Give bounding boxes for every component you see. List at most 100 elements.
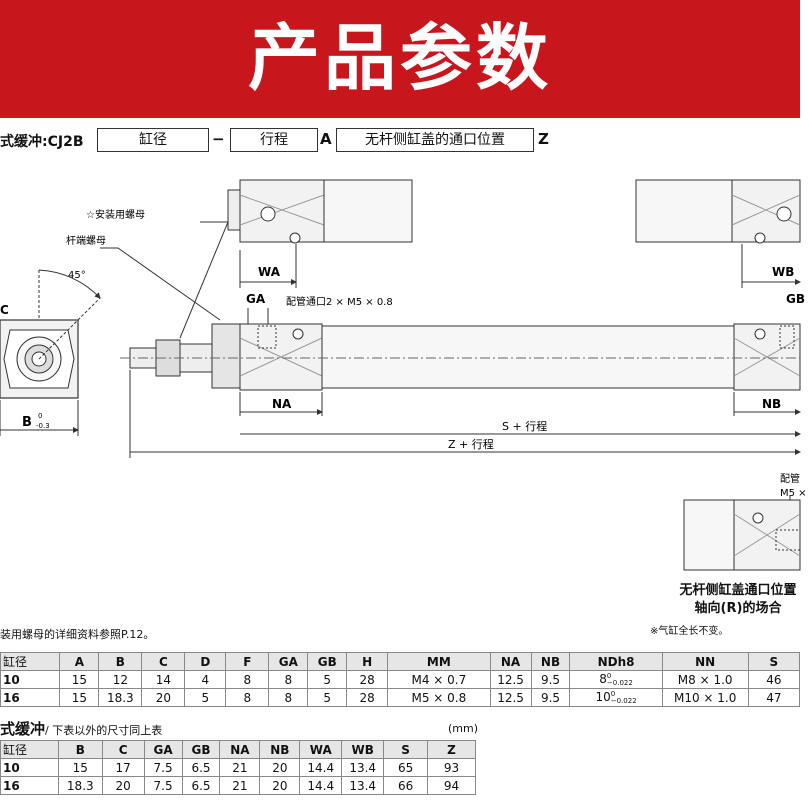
axial-case-title: 无杆侧缸盖通口位置 轴向(R)的场合 [668, 582, 808, 618]
table-cell: 20 [141, 688, 186, 707]
model-code-prefix: 式缓冲:CJ2B [0, 134, 84, 150]
cylinder-side-view [120, 323, 801, 391]
table-cell: M10 × 1.0 [661, 688, 749, 707]
table2-header-row: 缸径 B C GA GB NA NB WA WB S Z [0, 740, 476, 759]
page-title: 产品参数 [247, 16, 552, 100]
table-cell: 5 [307, 688, 348, 707]
table-cell: 20 [101, 776, 145, 795]
ndh8-value: 10 [595, 690, 611, 705]
s-stroke-label: S + 行程 [502, 420, 547, 433]
table-cell: 15 [59, 688, 100, 707]
table1-header: NDh8 [569, 652, 663, 671]
table-cell: 65 [383, 758, 429, 777]
table-cell: 15 [57, 758, 103, 777]
table-cell: 9.5 [530, 688, 571, 707]
code-separator-z: Z [538, 130, 549, 148]
axial-case-line2: 轴向(R)的场合 [694, 601, 782, 616]
table-cell: M4 × 0.7 [387, 670, 491, 689]
table-cell: 12 [98, 670, 143, 689]
table-cell: 12.5 [489, 688, 532, 707]
piping-port-label: 配管通口2 × M5 × 0.8 [286, 295, 393, 308]
table1-header: GB [307, 652, 348, 671]
table-cell: 14.4 [299, 776, 343, 795]
table-cell: 7.5 [143, 776, 183, 795]
footnote: 装用螺母的详细资料参照P.12。 [0, 628, 155, 641]
table-cell: 21 [219, 776, 261, 795]
piping-right-label: 配管 [780, 472, 800, 485]
table-cell: 10 [0, 758, 59, 777]
table-cell: 16 [0, 688, 61, 707]
table2-subtitle: / 下表以外的尺寸同上表 [45, 724, 163, 737]
axial-case-line1: 无杆侧缸盖通口位置 [679, 583, 797, 598]
angle-label: 45° [68, 270, 86, 281]
m5-right-label: M5 × [780, 488, 807, 499]
table-cell: 20 [259, 758, 301, 777]
table-cell: 12.5 [489, 670, 532, 689]
table-cell: 6.5 [181, 776, 221, 795]
table2-header: WB [341, 740, 385, 759]
table-cell: 14.4 [299, 758, 343, 777]
table2-header: S [383, 740, 429, 759]
table-cell: 18.3 [57, 776, 103, 795]
table-cell: 15 [59, 670, 100, 689]
ndh8-value: 8 [599, 672, 607, 687]
rod-nut-label: 杆端螺母 [66, 234, 106, 247]
table-cell: 46 [747, 670, 801, 689]
table1-header-row: 缸径 A B C D F GA GB H MM NA NB NDh8 NN S [0, 652, 801, 671]
table-cell: 10 [0, 670, 61, 689]
ndh8-tolerance-top: 0 [610, 689, 616, 698]
table-cell: 13.4 [341, 776, 385, 795]
table-cell: 8 [225, 670, 270, 689]
table1-header: F [225, 652, 270, 671]
table2-header: 缸径 [0, 740, 59, 759]
table-row: 16 15 18.3 20 5 8 8 5 28 M5 × 0.8 12.5 9… [0, 688, 801, 707]
code-separator-dash: − [212, 130, 225, 148]
b-dimension-label: B [22, 415, 32, 430]
table-cell: 94 [427, 776, 476, 795]
table1-header: NB [530, 652, 571, 671]
table-cell: 7.5 [143, 758, 183, 777]
spec-table-1: 缸径 A B C D F GA GB H MM NA NB NDh8 NN S … [0, 652, 801, 707]
table1-header: A [59, 652, 100, 671]
install-nut-leader [179, 221, 229, 339]
ndh8-tolerance-top: 0 [606, 671, 612, 680]
table1-header: D [184, 652, 227, 671]
table-cell: 8 [268, 670, 309, 689]
table2-header: B [57, 740, 103, 759]
table1-header: B [98, 652, 143, 671]
table-cell: 6.5 [181, 758, 221, 777]
table1-header: NN [661, 652, 749, 671]
table2-header: NA [219, 740, 261, 759]
top-detail-right [635, 179, 801, 288]
top-detail-left [227, 179, 413, 288]
table2-header: Z [427, 740, 476, 759]
gb-label: GB [786, 292, 805, 306]
install-nut-label: ☆安装用螺母 [86, 208, 145, 221]
table1-header: H [346, 652, 389, 671]
wb-label: WB [772, 265, 794, 279]
table-row: 10 15 12 14 4 8 8 5 28 M4 × 0.7 12.5 9.5… [0, 670, 801, 689]
bore-size-box: 缸径 [97, 128, 209, 152]
table-cell: 5 [307, 670, 348, 689]
table1-header: MM [387, 652, 491, 671]
stroke-box: 行程 [230, 128, 318, 152]
wa-label: WA [258, 265, 281, 279]
table-cell: 13.4 [341, 758, 385, 777]
table2-header: NB [259, 740, 301, 759]
table2-header: GB [181, 740, 221, 759]
table-cell: 8 [225, 688, 270, 707]
nb-label: NB [762, 397, 781, 411]
table-cell: 8 [268, 688, 309, 707]
ga-label: GA [246, 292, 266, 306]
b-tolerance-bottom: -0.3 [36, 422, 50, 430]
table-cell: 28 [346, 688, 389, 707]
table1-header: 缸径 [0, 652, 61, 671]
ndh8-tolerance-bottom: −0.022 [610, 696, 637, 705]
table2-title: 式缓冲/ 下表以外的尺寸同上表 [0, 718, 162, 739]
table1-header: S [747, 652, 801, 671]
table1-header: C [141, 652, 186, 671]
table1-header: GA [268, 652, 309, 671]
table2-header: GA [143, 740, 183, 759]
